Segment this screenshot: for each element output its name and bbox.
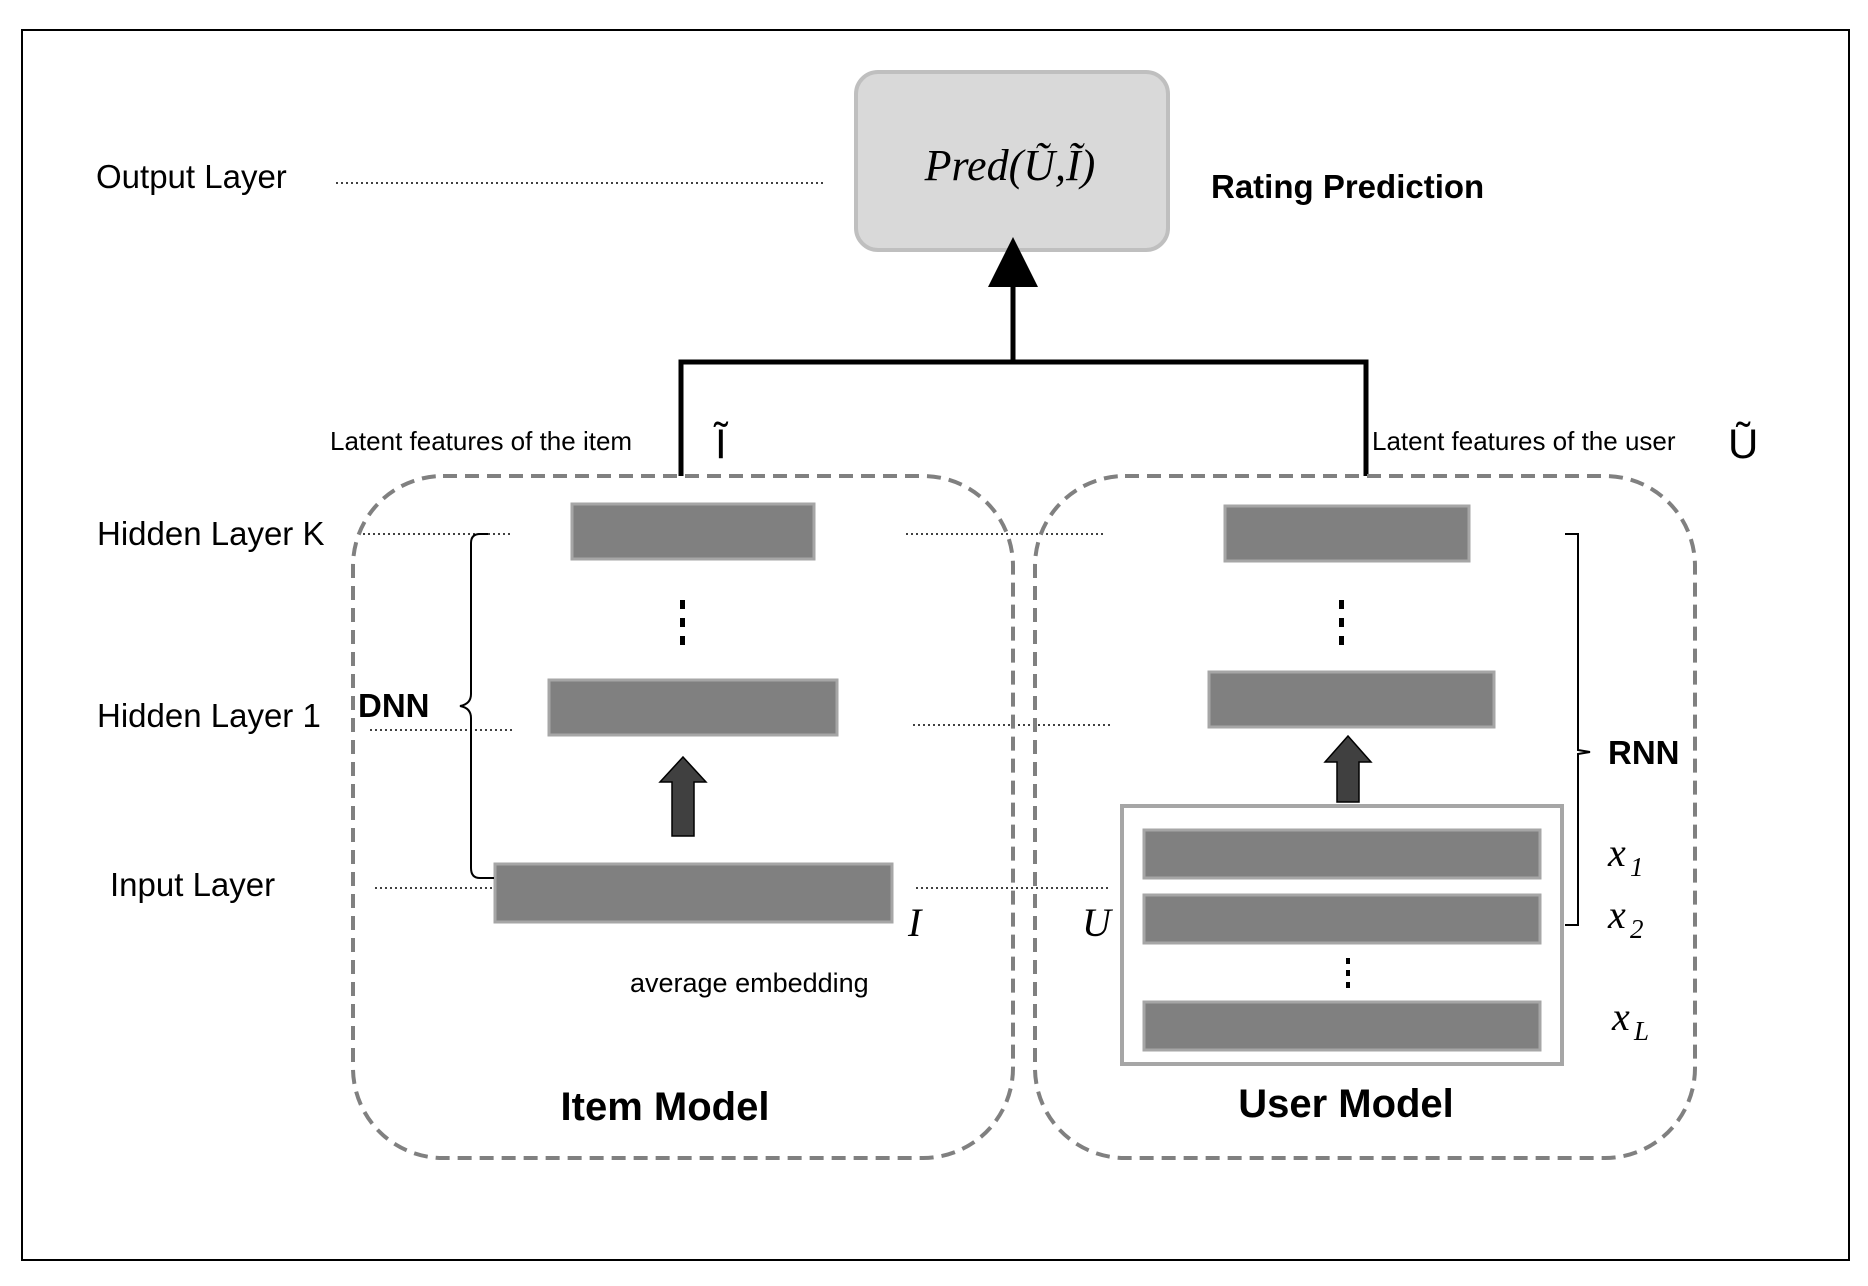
item-input-symbol: I — [907, 900, 923, 945]
sequence-bar-x2 — [1142, 893, 1542, 945]
item-vertical-ellipsis — [680, 600, 685, 645]
user-hidden-k-bar — [1223, 504, 1471, 563]
hidden-layer-1-label: Hidden Layer 1 — [97, 697, 321, 734]
outer-frame — [21, 29, 1850, 1261]
sequence-ellipsis — [1346, 958, 1350, 988]
dotted-guides — [336, 182, 1110, 889]
svg-text:L: L — [1633, 1016, 1649, 1046]
svg-text:x: x — [1611, 994, 1630, 1039]
merge-connector — [678, 237, 1369, 476]
input-layer-label: Input Layer — [110, 866, 275, 903]
user-vertical-ellipsis — [1339, 600, 1344, 645]
item-up-arrow — [658, 755, 708, 837]
sequence-bar-x1 — [1142, 828, 1542, 880]
rating-prediction-label: Rating Prediction — [1211, 168, 1484, 205]
user-model-container — [1033, 474, 1697, 1160]
user-up-arrow — [1323, 734, 1373, 803]
rnn-bracket — [1565, 533, 1591, 926]
output-layer-label: Output Layer — [96, 158, 287, 195]
user-hidden-1-bar — [1207, 670, 1496, 729]
user-sequence-box — [1120, 804, 1564, 1066]
user-input-symbol: U — [1082, 900, 1114, 945]
sequence-label-xl: x L — [1611, 994, 1649, 1046]
svg-text:1: 1 — [1630, 852, 1644, 882]
item-hidden-k-bar — [570, 502, 816, 561]
item-latent-label: Latent features of the item — [330, 426, 632, 456]
prediction-formula: Pred(Ũ,Ĩ) — [924, 141, 1096, 190]
item-latent-symbol: Ĩ — [713, 420, 729, 467]
item-model-title: Item Model — [561, 1085, 770, 1129]
sequence-label-x1: x 1 — [1607, 830, 1644, 882]
user-latent-symbol: Ũ — [1728, 420, 1758, 467]
dnn-brace — [459, 533, 494, 879]
sequence-label-x2: x 2 — [1607, 892, 1644, 944]
user-model-title: User Model — [1238, 1082, 1454, 1126]
svg-text:x: x — [1607, 892, 1626, 937]
dnn-label: DNN — [358, 687, 430, 724]
sequence-bar-xl — [1142, 1000, 1542, 1052]
user-latent-label: Latent features of the user — [1372, 426, 1676, 456]
item-model-container — [351, 474, 1015, 1160]
item-input-bar — [493, 862, 894, 924]
item-hidden-1-bar — [547, 678, 839, 737]
average-embedding-label: average embedding — [630, 968, 869, 998]
svg-text:x: x — [1607, 830, 1626, 875]
rnn-label: RNN — [1608, 734, 1680, 771]
svg-text:2: 2 — [1630, 914, 1644, 944]
hidden-layer-k-label: Hidden Layer K — [97, 515, 324, 552]
